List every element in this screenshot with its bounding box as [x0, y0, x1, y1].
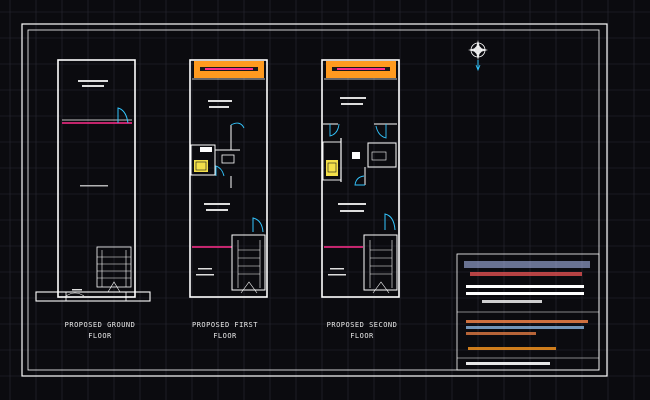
- title-block: [456, 253, 600, 371]
- plan-title-ground: PROPOSED GROUND FLOOR: [40, 320, 160, 342]
- plan-title-ground-line2: FLOOR: [88, 332, 112, 340]
- plan-title-ground-line1: PROPOSED GROUND: [64, 321, 136, 329]
- plan-title-first: PROPOSED FIRST FLOOR: [170, 320, 280, 342]
- plan-title-second-line2: FLOOR: [350, 332, 374, 340]
- sheet-inner-border: [27, 29, 600, 371]
- ground-floor-plan: [35, 59, 151, 302]
- sheet-outer-border: [21, 23, 608, 377]
- second-floor-plan: [321, 59, 400, 298]
- plan-title-first-line2: FLOOR: [213, 332, 237, 340]
- compass-rose-icon: [468, 40, 488, 72]
- first-floor-plan: [189, 59, 268, 298]
- plan-title-second: PROPOSED SECOND FLOOR: [302, 320, 422, 342]
- plan-title-first-line1: PROPOSED FIRST: [191, 321, 258, 329]
- plan-title-second-line1: PROPOSED SECOND: [326, 321, 398, 329]
